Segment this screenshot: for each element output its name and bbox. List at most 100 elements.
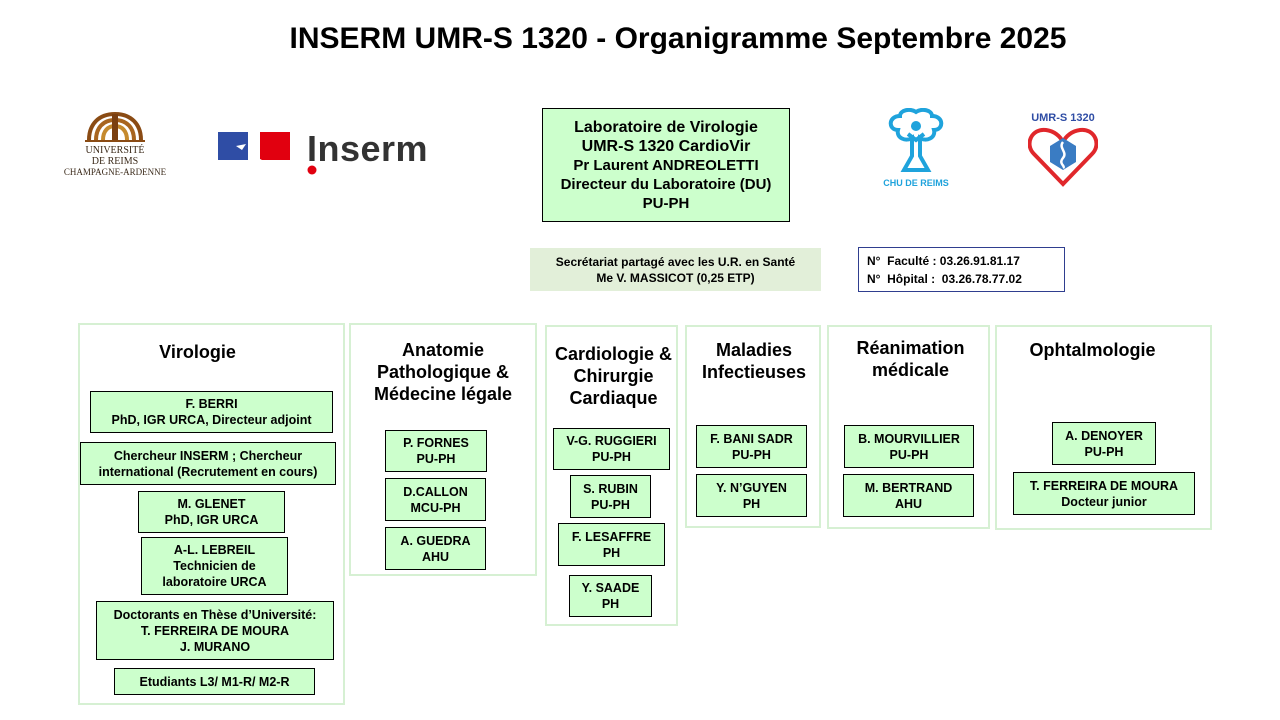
director-box: Laboratoire de Virologie UMR-S 1320 Card… [542, 108, 790, 222]
republique-francaise-flag-icon [218, 132, 290, 160]
box-line: D.CALLON [403, 484, 468, 499]
box-line: J. MURANO [179, 639, 251, 654]
box-line: PhD, IGR URCA [164, 513, 259, 527]
box-line: PH [742, 496, 761, 511]
box-line: AHU [894, 496, 923, 511]
inserm-wordmark: Inserm [307, 128, 429, 169]
column-title-line: Pathologique & [377, 362, 509, 382]
box-glenet: M. GLENET PhD, IGR URCA [138, 491, 285, 533]
urca-logo: UNIVERSITÉ DE REIMS CHAMPAGNE-ARDENNE [55, 110, 175, 180]
box-line: A-L. LEBREIL [173, 543, 256, 557]
box-chercheur-inserm: Chercheur INSERM ; Chercheur internation… [80, 442, 336, 485]
box-line: Chercheur INSERM ; Chercheur [113, 448, 303, 463]
column-title: Virologie [80, 341, 315, 363]
box-line: Docteur junior [1061, 494, 1147, 509]
director-line-3: Pr Laurent ANDREOLETTI [573, 156, 759, 174]
box-ruggieri: V-G. RUGGIERI PU-PH [553, 428, 670, 470]
urca-emblem-icon [85, 111, 145, 142]
column-title-line: Cardiologie & [554, 344, 672, 364]
box-ferreira-de-moura: T. FERREIRA DE MOURA Docteur junior [1013, 472, 1195, 515]
box-line: A. GUEDRA [400, 533, 471, 548]
box-line: S. RUBIN [583, 481, 638, 496]
secretariat-line-1: Secrétariat partagé avec les U.R. en San… [555, 254, 796, 269]
box-line: T. FERREIRA DE MOURA [1029, 478, 1179, 493]
box-line: Y. SAADE [581, 581, 640, 595]
director-line-4: Directeur du Laboratoire (DU) [560, 175, 772, 193]
box-line: PU-PH [591, 497, 630, 512]
column-title-line: Cardiaque [569, 388, 658, 408]
box-line: M. GLENET [177, 497, 246, 511]
phone-faculte: N° Faculté : 03.26.91.81.17 [867, 254, 1020, 268]
box-line: F. BERRI [185, 397, 238, 411]
column-title: Anatomie Pathologique & Médecine légale [351, 339, 535, 405]
box-line: Doctorants en Thèse d’Université: [113, 607, 317, 622]
chu-tree-icon [888, 108, 944, 172]
box-line: F. BANI SADR [710, 431, 793, 446]
urca-line-2: DE REIMS [91, 156, 139, 167]
box-line: PU-PH [416, 452, 456, 466]
box-line: B. MOURVILLIER [858, 431, 960, 446]
column-title-line: Chirurgie [573, 366, 654, 386]
column-title: Réanimation médicale [829, 337, 992, 381]
box-line: international (Recrutement en cours) [98, 464, 318, 479]
box-line: PH [602, 545, 621, 560]
heart-icon [1028, 127, 1098, 187]
box-guedra: A. GUEDRA AHU [385, 527, 486, 570]
chu-reims-label: CHU DE REIMS [883, 178, 949, 188]
director-line-2: UMR-S 1320 CardioVir [581, 137, 751, 155]
box-line: Etudiants L3/ M1-R/ M2-R [139, 674, 290, 689]
column-title-line: Virologie [159, 342, 236, 362]
box-line: Technicien de [173, 559, 256, 573]
box-line: PhD, IGR URCA, Directeur adjoint [111, 413, 312, 427]
column-title: Cardiologie & Chirurgie Cardiaque [547, 343, 680, 409]
umr-logo-label: UMR-S 1320 [1031, 112, 1095, 124]
phone-hopital: N° Hôpital : 03.26.78.77.02 [867, 272, 1022, 286]
box-rubin: S. RUBIN PU-PH [570, 475, 651, 518]
box-berri: F. BERRI PhD, IGR URCA, Directeur adjoin… [90, 391, 333, 433]
column-title-line: Médecine légale [373, 384, 513, 404]
column-title: Maladies Infectieuses [687, 339, 821, 383]
column-title: Ophtalmologie [997, 339, 1188, 361]
box-line: PH [601, 597, 620, 611]
box-line: MCU-PH [410, 500, 461, 515]
urca-line-3: CHAMPAGNE-ARDENNE [63, 167, 167, 177]
page-title: INSERM UMR-S 1320 - Organigramme Septemb… [289, 22, 1067, 55]
box-bertrand: M. BERTRAND AHU [843, 474, 974, 517]
column-title-line: Maladies [715, 340, 793, 360]
chu-reims-logo: CHU DE REIMS [878, 108, 954, 190]
box-line: M. BERTRAND [864, 480, 953, 495]
column-title-line: médicale [871, 360, 950, 380]
box-etudiants: Etudiants L3/ M1-R/ M2-R [114, 668, 315, 695]
box-line: Y. N’GUYEN [716, 480, 787, 495]
box-line: P. FORNES [403, 436, 469, 450]
umr-heart-logo: UMR-S 1320 [1022, 110, 1104, 192]
box-line: AHU [421, 549, 450, 564]
secretariat-line-2: Me V. MASSICOT (0,25 ETP) [596, 270, 755, 285]
column-title-line: Infectieuses [701, 362, 807, 382]
box-lesaffre: F. LESAFFRE PH [558, 523, 665, 566]
phone-box: N° Faculté : 03.26.91.81.17 N° Hôpital :… [858, 247, 1065, 292]
secretariat-box: Secrétariat partagé avec les U.R. en San… [530, 248, 821, 291]
column-title-line: Anatomie [401, 340, 484, 360]
box-line: V-G. RUGGIERI [566, 434, 657, 448]
box-fornes: P. FORNES PU-PH [385, 430, 487, 472]
box-line: A. DENOYER [1065, 428, 1143, 443]
box-line: F. LESAFFRE [571, 529, 652, 544]
inserm-logo: Inserm [218, 128, 428, 178]
box-line: PU-PH [889, 447, 929, 462]
director-line-5: PU-PH [642, 194, 690, 212]
box-line: PU-PH [1084, 444, 1124, 459]
box-bani-sadr: F. BANI SADR PU-PH [696, 425, 807, 468]
box-line: PU-PH [732, 447, 771, 462]
box-lebreil: A-L. LEBREIL Technicien de laboratoire U… [141, 537, 288, 595]
column-title-line: Ophtalmologie [1029, 340, 1156, 360]
box-callon: D.CALLON MCU-PH [385, 478, 486, 521]
inserm-dot-icon [307, 165, 317, 175]
box-mourvillier: B. MOURVILLIER PU-PH [844, 425, 974, 468]
box-nguyen: Y. N’GUYEN PH [696, 474, 807, 517]
box-saade: Y. SAADE PH [569, 575, 652, 617]
urca-line-1: UNIVERSITÉ [85, 145, 145, 156]
box-line: T. FERREIRA DE MOURA [140, 623, 290, 638]
box-line: PU-PH [592, 450, 631, 464]
director-line-1: Laboratoire de Virologie [574, 118, 758, 136]
